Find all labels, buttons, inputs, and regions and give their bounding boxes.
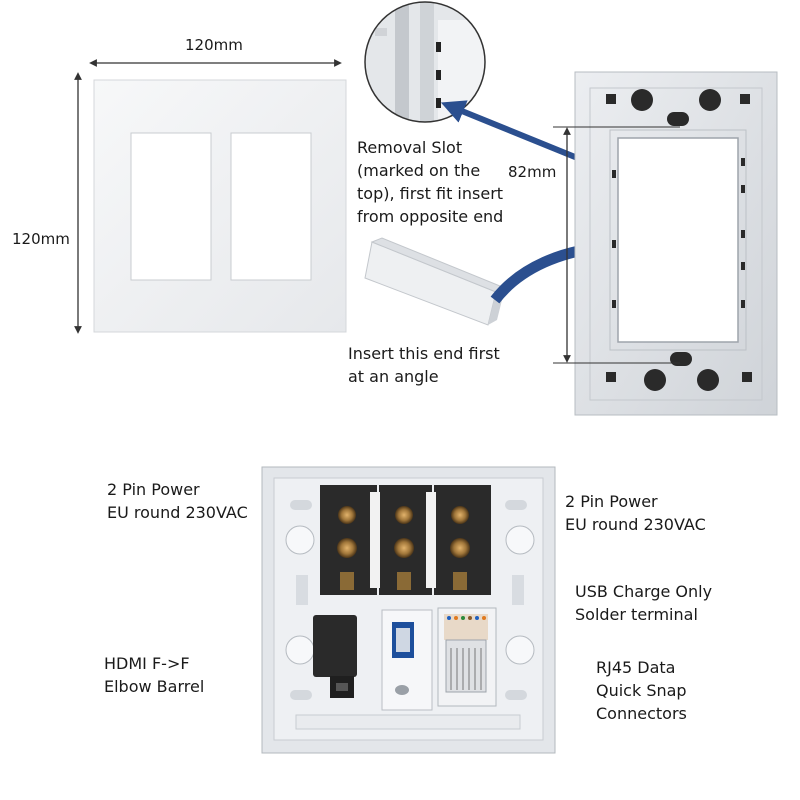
width-dimension-label: 120mm bbox=[185, 36, 243, 54]
removal-slot-callout: Removal Slot (marked on the top), first … bbox=[357, 138, 504, 226]
faceplate bbox=[93, 79, 347, 333]
frame-dimension-arrow bbox=[553, 126, 680, 364]
insert-end-callout: Insert this end first at an angle bbox=[348, 344, 500, 386]
usb-callout: USB Charge Only Solder terminal bbox=[575, 582, 713, 624]
usb-module bbox=[381, 609, 433, 711]
removal-slot-zoom bbox=[364, 1, 486, 123]
mounting-frame bbox=[574, 71, 778, 416]
power-terminal-blocks bbox=[320, 485, 491, 595]
insert-piece bbox=[364, 237, 507, 326]
frame-dimension-label: 82mm bbox=[508, 163, 557, 181]
height-dimension-label: 120mm bbox=[12, 230, 70, 248]
rj45-callout: RJ45 Data Quick Snap Connectors bbox=[596, 658, 687, 723]
power-right-callout: 2 Pin Power EU round 230VAC bbox=[565, 492, 706, 534]
rj45-keystone bbox=[437, 607, 497, 707]
hdmi-barrel bbox=[313, 615, 357, 698]
power-left-callout: 2 Pin Power EU round 230VAC bbox=[107, 480, 248, 522]
hdmi-callout: HDMI F->F Elbow Barrel bbox=[104, 654, 205, 696]
